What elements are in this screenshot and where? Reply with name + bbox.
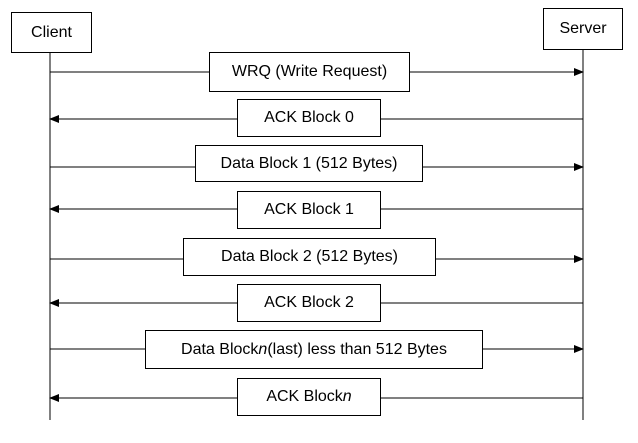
message-label-ack-1: ACK Block 1: [237, 191, 381, 229]
client-label: Client: [31, 23, 72, 41]
message-label-ack-0: ACK Block 0: [237, 99, 381, 137]
server-participant-box: Server: [543, 8, 623, 50]
message-label-data-2: Data Block 2 (512 Bytes): [183, 238, 436, 276]
message-label-data-1: Data Block 1 (512 Bytes): [195, 145, 423, 182]
message-label-ack-2: ACK Block 2: [237, 284, 381, 322]
server-label: Server: [559, 20, 607, 37]
message-label-wrq: WRQ (Write Request): [209, 52, 410, 92]
message-label-ack-n: ACK Block n: [237, 378, 381, 416]
client-participant-box: Client: [11, 12, 92, 53]
message-label-data-n-last: Data Block n (last) less than 512 Bytes: [145, 330, 483, 369]
